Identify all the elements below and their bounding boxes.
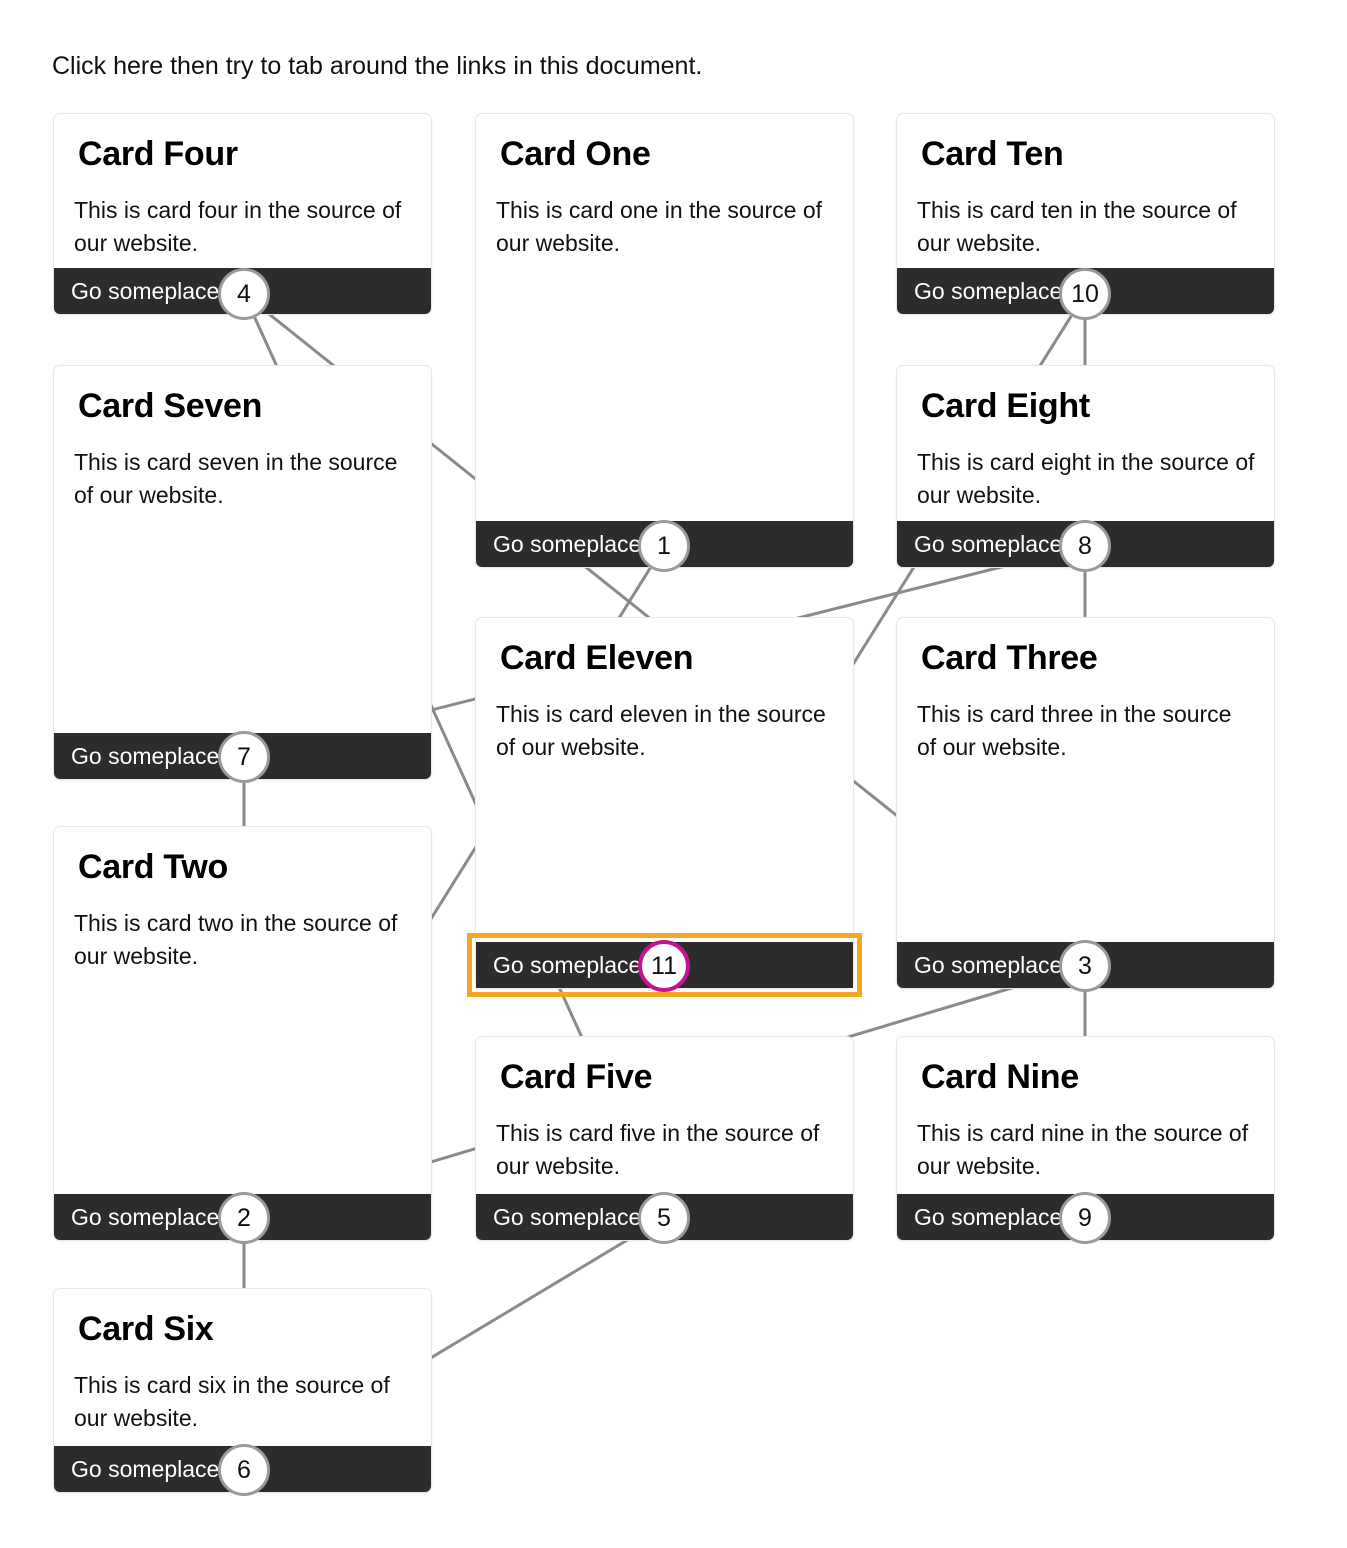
card-title: Card Eleven: [500, 639, 694, 677]
tab-order-marker-2: 2: [218, 1192, 270, 1244]
card-title: Card Three: [921, 639, 1098, 677]
card-title: Card One: [500, 135, 651, 173]
card-body-text: This is card four in the source of our w…: [74, 197, 402, 256]
card-body-text: This is card three in the source of our …: [917, 701, 1232, 760]
card-body-text: This is card eleven in the source of our…: [496, 701, 826, 760]
tab-order-marker-6: 6: [218, 1444, 270, 1496]
card-body-text: This is card one in the source of our we…: [496, 197, 822, 256]
tab-order-marker-4: 4: [218, 268, 270, 320]
tab-order-marker-11: 11: [638, 940, 690, 992]
card-title: Card Six: [78, 1310, 214, 1348]
card-title: Card Four: [78, 135, 238, 173]
tab-order-marker-8: 8: [1059, 520, 1111, 572]
card-title: Card Five: [500, 1058, 653, 1096]
card-body-text: This is card two in the source of our we…: [74, 910, 398, 969]
tab-order-marker-3: 3: [1059, 940, 1111, 992]
card-body-text: This is card five in the source of our w…: [496, 1120, 820, 1179]
card-body-text: This is card ten in the source of our we…: [917, 197, 1237, 256]
tab-order-marker-9: 9: [1059, 1192, 1111, 1244]
tab-order-marker-10: 10: [1059, 268, 1111, 320]
tab-order-marker-1: 1: [638, 520, 690, 572]
intro-text: Click here then try to tab around the li…: [52, 52, 703, 80]
tab-order-marker-7: 7: [218, 731, 270, 783]
card-title: Card Nine: [921, 1058, 1079, 1096]
tab-order-marker-5: 5: [638, 1192, 690, 1244]
card-body-text: This is card eight in the source of our …: [917, 449, 1255, 508]
card-title: Card Eight: [921, 387, 1090, 425]
card-title: Card Two: [78, 848, 228, 886]
card-title: Card Ten: [921, 135, 1064, 173]
card-title: Card Seven: [78, 387, 263, 425]
card-body-text: This is card nine in the source of our w…: [917, 1120, 1249, 1179]
card-body-text: This is card seven in the source of our …: [74, 449, 398, 508]
card-body-text: This is card six in the source of our we…: [74, 1372, 390, 1431]
